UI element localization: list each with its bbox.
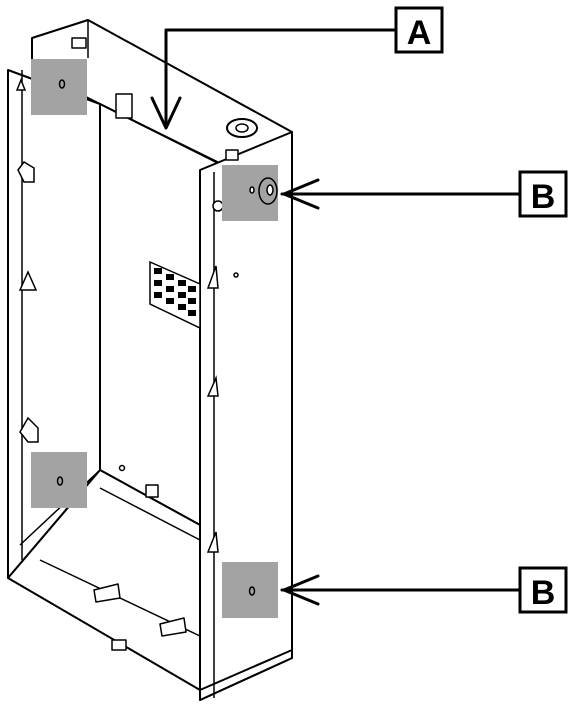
callout-arrows [150,28,522,606]
bent-tab-icon [206,375,219,397]
hole-icon [249,186,255,194]
arrowhead-b-bottom [282,574,320,606]
bent-tab-icon [206,265,219,289]
bent-tab-icon [18,270,38,291]
arrowhead-a [150,96,182,130]
side-tabs [15,77,239,553]
callout-a-label: A [407,14,432,52]
mount-highlights [31,59,278,618]
hole-icon [266,184,274,196]
enclosure-drawing [7,19,293,701]
bent-tab-icon [17,161,35,183]
hole-icon [233,272,239,278]
bent-tab-icon [206,531,219,553]
callout-b-top-box [518,170,568,218]
callout-b-bottom-label: B [531,574,556,612]
hole-icon [56,476,64,486]
arrowhead-b-top [282,178,320,210]
bottom-lip [199,649,293,701]
bent-tab-icon [19,416,39,443]
callout-a-box [394,6,444,54]
arrow-a [164,28,398,128]
highlight-bottom-left [31,452,87,508]
callout-b-top: B [518,170,568,218]
callout-a: A [394,6,444,54]
bent-tab-icon [15,77,27,91]
hole-icon [248,586,256,596]
hole-icon [58,79,66,89]
mount-holes [56,79,278,596]
highlight-top-left [31,59,87,115]
grid-label-icon [149,260,201,330]
callout-b-bottom-box [518,566,568,614]
callout-b-top-label: B [531,178,556,216]
callout-b-bottom: B [518,566,568,614]
